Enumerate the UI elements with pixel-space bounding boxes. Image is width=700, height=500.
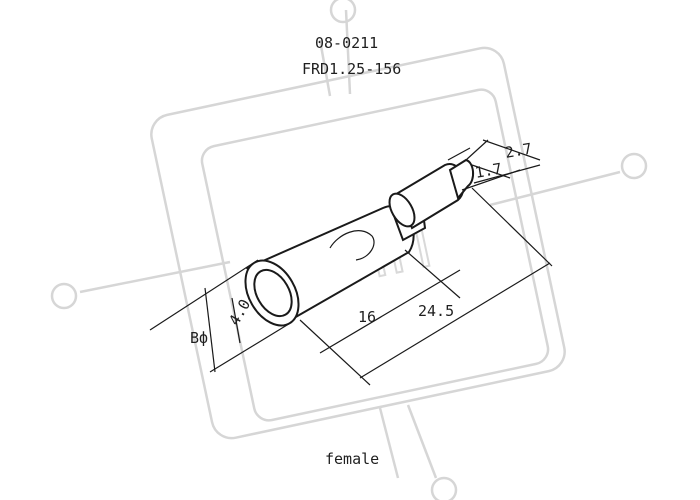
part-code: 08-0211	[315, 34, 378, 52]
dim-outer-diameter: 2.7	[504, 140, 534, 162]
sleeve-bore	[253, 268, 293, 318]
crimp-mark	[329, 230, 375, 261]
caption: female	[325, 450, 379, 468]
part-model: FRD1.25-156	[302, 60, 401, 78]
dim-inner-diameter: 1.7	[474, 160, 504, 182]
dim-length-short: 16	[358, 308, 376, 326]
barrel-ring	[388, 192, 416, 228]
dim-length-total: 24.5	[418, 302, 454, 320]
terminal-drawing	[244, 158, 474, 327]
dim-diameter-b: Bф	[190, 329, 208, 347]
dimension-lines	[149, 139, 553, 386]
